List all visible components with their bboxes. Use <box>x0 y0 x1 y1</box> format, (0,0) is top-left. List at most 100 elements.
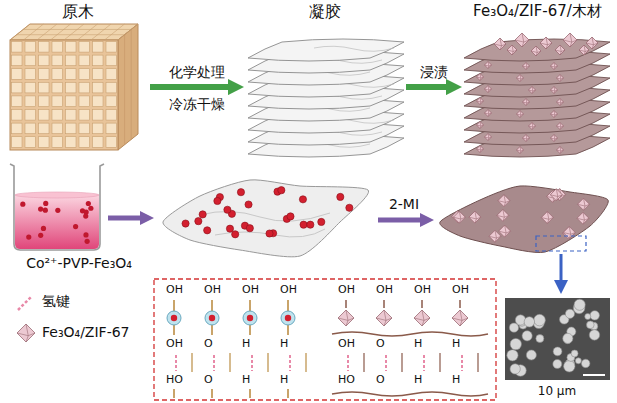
mechanism-box <box>332 332 488 336</box>
wood-block <box>39 55 50 66</box>
chemical-group: H <box>242 338 250 351</box>
step-label: 冷冻干燥 <box>169 96 225 112</box>
precursor-node: Co²⁺-PVP-Fe₃O₄ <box>4 158 154 272</box>
mechanism-box <box>267 353 269 372</box>
wood-block <box>12 123 23 134</box>
chemical-group: HO <box>338 374 355 387</box>
node-text: 原木 <box>62 3 94 21</box>
zif-crystal <box>523 135 530 142</box>
loaded-sheet <box>318 218 325 225</box>
beaker <box>15 192 99 198</box>
beaker <box>20 202 25 207</box>
zif-crystal <box>517 75 524 82</box>
mechanism-box <box>154 279 496 400</box>
zif-crystal <box>555 45 565 55</box>
zoom-marker <box>560 254 563 280</box>
wood-block <box>12 96 23 107</box>
sem-image <box>526 350 536 360</box>
wood-block <box>66 110 77 121</box>
zif-crystal <box>563 33 577 47</box>
loaded-sheet <box>337 193 344 200</box>
zif-crystal <box>523 63 530 70</box>
zif-crystal <box>578 198 590 210</box>
zif-crystal <box>557 123 564 130</box>
node-text: Fe₃O₄/ZIF-67/木材 <box>473 3 602 20</box>
wood-block <box>10 24 138 40</box>
wood-block <box>39 42 50 53</box>
zif-crystal <box>477 146 484 153</box>
zif-crystal <box>494 38 506 50</box>
zif-crystal <box>586 37 598 49</box>
zif-crystal <box>477 74 484 81</box>
zif-crystal <box>523 99 530 106</box>
wood-block <box>66 137 77 148</box>
zif-crystal <box>551 87 558 94</box>
zif-crystal <box>17 324 35 342</box>
mechanism-box <box>477 353 478 372</box>
beaker <box>43 208 48 213</box>
mechanism-box <box>401 353 402 372</box>
zif-crystal <box>485 110 492 117</box>
zif-crystal <box>555 45 565 55</box>
wood-block <box>52 42 63 53</box>
zif-crystal <box>376 310 392 326</box>
zif-crystal <box>414 310 430 326</box>
sem-image <box>589 330 599 340</box>
zif-crystal <box>551 135 558 142</box>
mechanism-box <box>345 300 347 308</box>
zif-crystal <box>551 111 558 118</box>
wood-block <box>79 110 90 121</box>
mechanism-box <box>287 389 289 398</box>
zif-crystal <box>577 212 589 224</box>
wood-block <box>124 35 125 145</box>
zif-crystal <box>563 226 575 238</box>
zif-crystal <box>485 110 492 117</box>
sem-image <box>564 361 575 372</box>
zif-crystal <box>523 135 530 142</box>
zif-crystal <box>414 310 430 326</box>
chemical-group: O <box>204 374 213 387</box>
beaker <box>41 226 46 231</box>
loaded-sheet <box>237 189 244 196</box>
wood-block <box>12 55 23 66</box>
sem-image <box>590 311 599 320</box>
mechanism-box <box>289 355 291 371</box>
wood-block <box>79 42 90 53</box>
zif-crystal <box>550 189 562 201</box>
beaker <box>43 201 48 206</box>
wood-block <box>52 123 63 134</box>
sem-image <box>585 313 591 319</box>
beaker <box>86 201 91 206</box>
zif-crystal <box>529 123 536 130</box>
zif-crystal <box>477 74 484 81</box>
zif-crystal <box>485 110 492 117</box>
wood-block <box>66 42 77 53</box>
zoom-marker <box>536 236 586 280</box>
wood-block <box>12 137 23 148</box>
beaker <box>73 224 78 229</box>
legend-text: Fe₃O₄/ZIF-67 <box>42 324 130 340</box>
mechanism-box <box>249 389 251 398</box>
zif-crystal <box>586 37 598 49</box>
mechanism-box <box>229 353 231 372</box>
zif-crystal <box>338 310 354 326</box>
wood-block <box>39 96 50 107</box>
loaded-sheet <box>204 227 211 234</box>
wood-block <box>10 24 138 150</box>
chemical-group: O <box>204 338 213 351</box>
zif-crystal <box>563 227 575 239</box>
legend-icon <box>17 296 35 342</box>
node-text: 10 μm <box>538 385 576 399</box>
chemical-group: H <box>452 338 460 351</box>
loaded-sheet <box>266 230 273 237</box>
wood-block <box>79 123 90 134</box>
wood-block <box>37 24 57 40</box>
zif-crystal <box>551 63 558 70</box>
zif-crystal <box>563 33 577 47</box>
wood-block <box>39 69 50 80</box>
raw-wood-node: 原木 <box>6 2 150 154</box>
loaded-sheet <box>163 180 369 257</box>
mechanism-box <box>154 279 496 400</box>
